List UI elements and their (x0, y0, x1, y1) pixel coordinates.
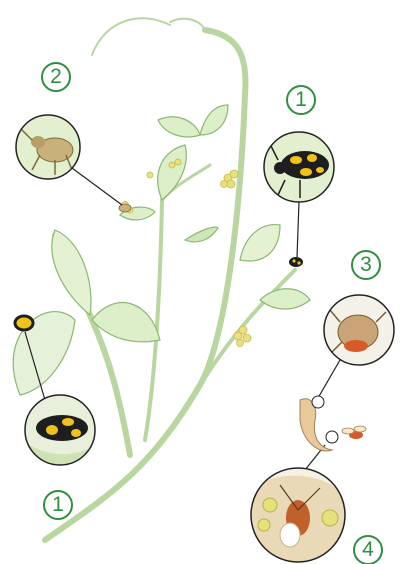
pupa-and-wasp (300, 396, 366, 451)
blister-beetle-circle-top (264, 132, 334, 202)
blister-beetle-circle-bottom (25, 395, 95, 470)
stage-marker-1-bottom: 1 (43, 490, 73, 520)
stage-marker-1-top: 1 (286, 85, 316, 115)
stage-marker-4: 4 (353, 535, 383, 564)
stage-marker-3: 3 (351, 250, 381, 280)
larvae-circle (250, 468, 345, 564)
stage-marker-2: 2 (41, 62, 71, 92)
grub-circle (324, 295, 394, 365)
weevil-circle (16, 115, 80, 179)
